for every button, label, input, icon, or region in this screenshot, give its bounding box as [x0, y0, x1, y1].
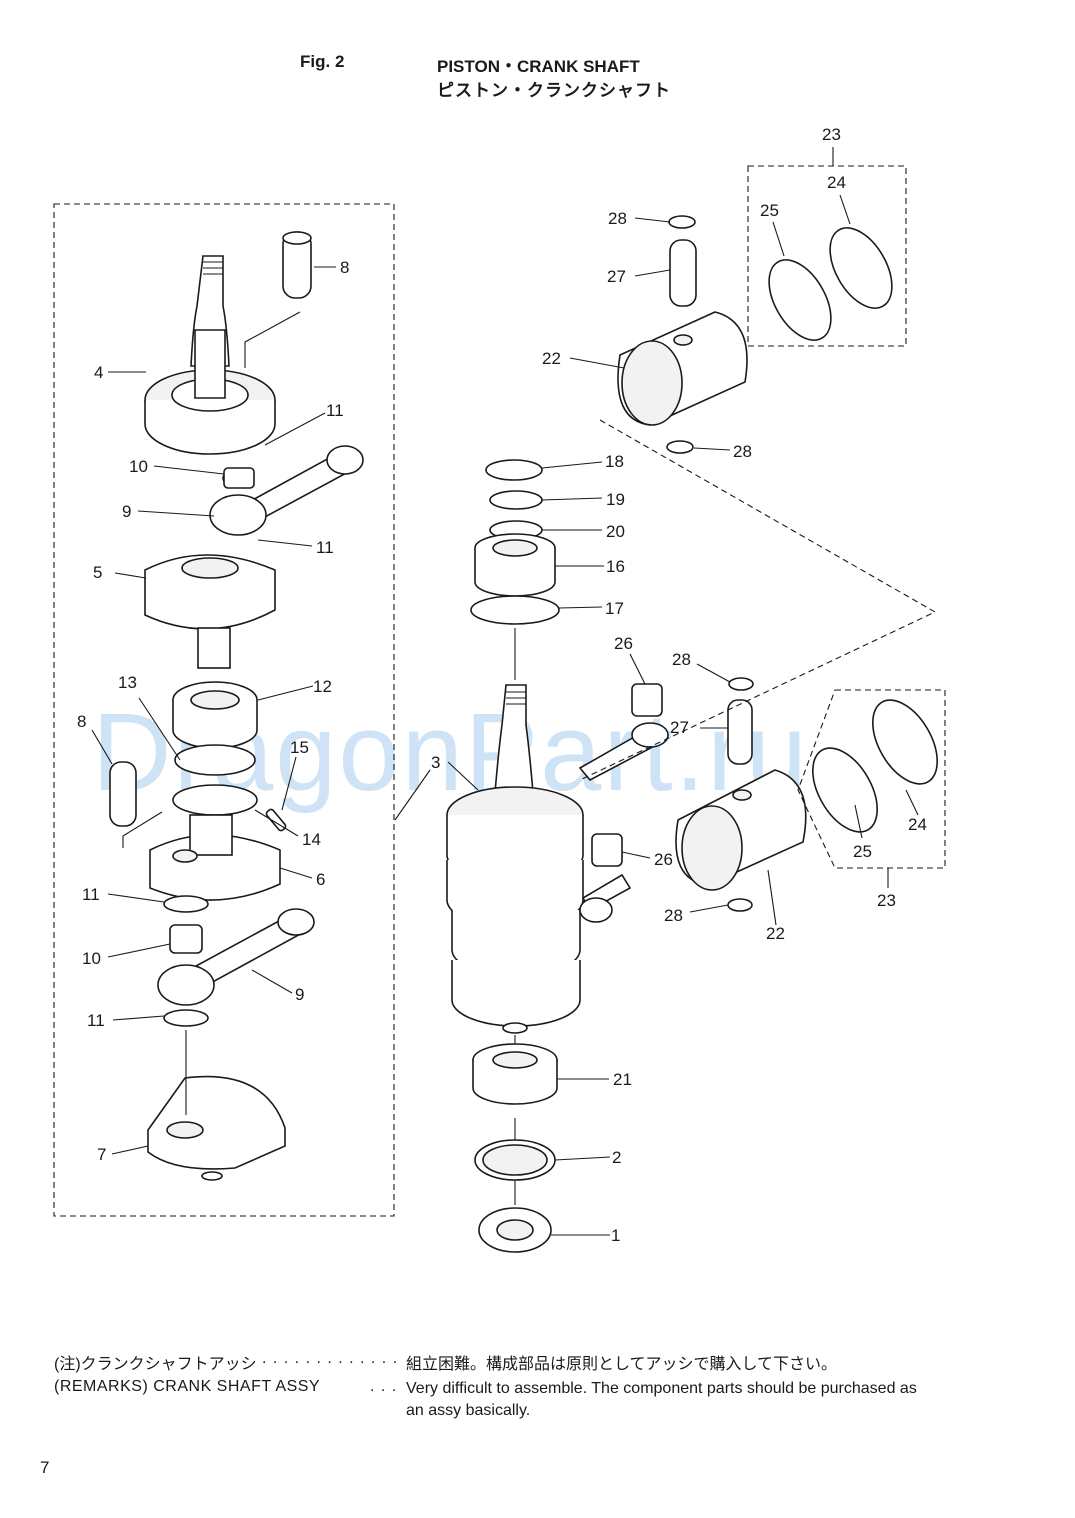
diagram-title-japanese: ピストン・クランクシャフト — [437, 81, 671, 100]
callout-26-lower: 26 — [654, 850, 673, 869]
ring-18 — [485, 459, 543, 481]
piston-22-lower — [675, 769, 807, 891]
washer-19 — [489, 490, 543, 510]
callout-24-lower: 24 — [908, 815, 927, 834]
figure-label: Fig. 2 — [300, 52, 345, 71]
washer-11-lower — [163, 895, 209, 913]
callout-10-lower: 10 — [82, 949, 101, 968]
callout-25-lower: 25 — [853, 842, 872, 861]
callout-19: 19 — [606, 490, 625, 509]
callout-27-top: 27 — [607, 267, 626, 286]
page-number: 7 — [40, 1458, 50, 1477]
pin-8-top — [282, 231, 312, 299]
callout-9-top: 9 — [122, 502, 131, 521]
callout-12: 12 — [313, 677, 332, 696]
piston-pin-27-lower — [727, 699, 753, 765]
callout-21: 21 — [613, 1070, 632, 1089]
remarks-leader-dots-english: . . . — [370, 1378, 398, 1395]
callout-20: 20 — [606, 522, 625, 541]
bearing-21 — [472, 1043, 558, 1105]
remarks-leader-dots-japanese: . . . . . . . . . . . . . — [262, 1350, 399, 1367]
crank-web-6 — [149, 814, 281, 901]
pin-8-lower — [109, 761, 137, 827]
washer-11-bottom — [163, 1009, 209, 1027]
crank-web-7 — [147, 1075, 286, 1181]
callout-28-c: 28 — [672, 650, 691, 669]
left-assembly-boundary — [53, 203, 395, 1217]
callout-15: 15 — [290, 738, 309, 757]
clip-28-bottom — [727, 898, 753, 912]
bearing-16 — [474, 533, 556, 597]
crank-web-5 — [144, 554, 276, 669]
callout-8-top: 8 — [340, 258, 349, 277]
remarks-text-english: Very difficult to assemble. The componen… — [406, 1380, 917, 1419]
remarks-text-japanese: 組立困難。構成部品は原則としてアッシで購入して下さい。 — [406, 1356, 838, 1373]
callout-2: 2 — [612, 1148, 621, 1167]
callout-11-d: 11 — [87, 1011, 105, 1030]
bearing-12 — [172, 681, 258, 816]
callout-25-top: 25 — [760, 201, 779, 220]
piston-pin-27-top — [669, 239, 697, 307]
callout-23-lower: 23 — [877, 891, 896, 910]
callout-6: 6 — [316, 870, 325, 889]
callout-10-top: 10 — [129, 457, 148, 476]
callout-1: 1 — [611, 1226, 620, 1245]
callout-22-top: 22 — [542, 349, 561, 368]
callout-5: 5 — [93, 563, 102, 582]
connecting-rod-9-top — [209, 445, 364, 536]
ring-24-lower — [872, 699, 938, 785]
ring-25-top — [768, 259, 832, 341]
upper-crank-part-4 — [144, 255, 276, 455]
callout-14: 14 — [302, 830, 321, 849]
needle-bearing-26-lower — [591, 833, 623, 867]
needle-bearing-10-lower — [169, 924, 203, 954]
piston-22-top — [617, 311, 748, 426]
callout-16: 16 — [606, 557, 625, 576]
callout-11-b: 11 — [316, 538, 334, 557]
remarks-label-english: (REMARKS) CRANK SHAFT ASSY — [54, 1378, 321, 1395]
callout-26-top: 26 — [614, 634, 633, 653]
callout-8-lower: 8 — [77, 712, 86, 731]
ring-25-lower — [812, 747, 878, 833]
callout-28-d: 28 — [664, 906, 683, 925]
ring-24-top — [829, 227, 893, 309]
callout-3: 3 — [431, 753, 440, 772]
callout-11-a: 11 — [326, 401, 344, 420]
clip-28-mid — [728, 677, 754, 691]
diagram-title: PISTON・CRANK SHAFT — [437, 57, 640, 76]
needle-bearing-26-upper — [631, 683, 663, 717]
callout-4: 4 — [94, 363, 103, 382]
ring-set-23-lower — [797, 689, 946, 869]
callout-22-lower: 22 — [766, 924, 785, 943]
callout-23-top: 23 — [822, 125, 841, 144]
clip-28-top-lower — [666, 440, 694, 454]
callout-17: 17 — [605, 599, 624, 618]
callout-labels: 1 2 3 4 5 6 7 8 8 9 9 10 10 11 11 11 11 … — [77, 125, 927, 1245]
ring-set-23-top — [747, 165, 907, 347]
callout-7: 7 — [97, 1145, 106, 1164]
callout-27-lower: 27 — [670, 718, 689, 737]
callout-28-a: 28 — [608, 209, 627, 228]
clip-28-top — [668, 215, 696, 229]
callout-9-lower: 9 — [295, 985, 304, 1004]
seal-17 — [470, 595, 560, 625]
callout-28-b: 28 — [733, 442, 752, 461]
callout-13: 13 — [118, 673, 137, 692]
callout-24-top: 24 — [827, 173, 846, 192]
callout-18: 18 — [605, 452, 624, 471]
connecting-rod-9-lower — [157, 908, 315, 1006]
oil-seal-1 — [478, 1207, 552, 1253]
leader-lines — [91, 147, 919, 1236]
crank-shaft-assembly-3 — [446, 684, 669, 1034]
callout-11-c: 11 — [82, 885, 100, 904]
remarks-label-japanese: (注)クランクシャフトアッシ — [54, 1356, 257, 1373]
